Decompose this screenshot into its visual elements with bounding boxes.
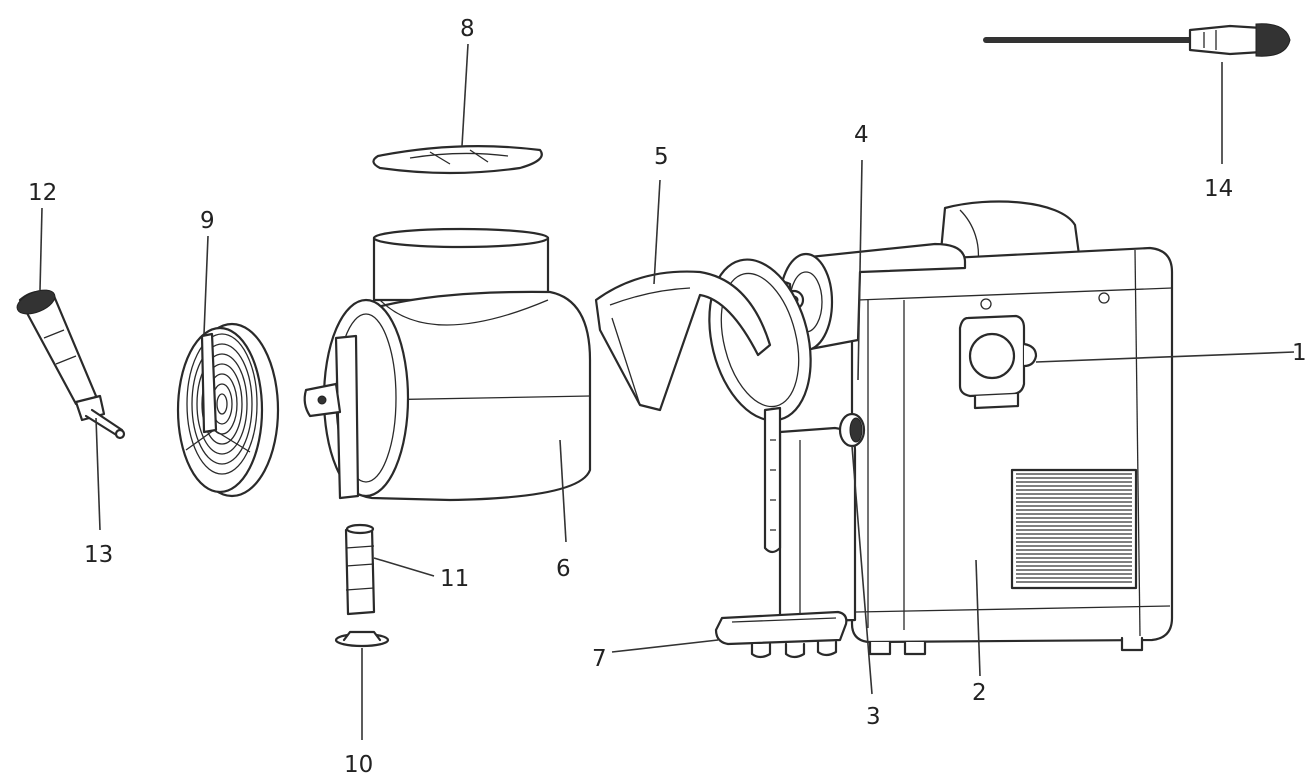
part-8-lid [372,145,543,175]
label-11: 11 [440,566,469,592]
part-12-handle [16,289,98,407]
label-7: 7 [592,646,607,672]
label-12: 12 [28,180,57,206]
part-6-bowl-cylinder [303,227,592,502]
label-2: 2 [972,680,987,706]
label-3: 3 [866,704,881,730]
part-labels: 1 2 3 4 5 6 7 8 9 10 11 12 13 14 [28,16,1306,778]
part-9-front-cover [176,322,280,498]
label-13: 13 [84,542,113,568]
vent-grille [1016,473,1132,583]
label-10: 10 [344,752,373,778]
label-9: 9 [200,208,215,234]
part-2-base-housing [778,200,1174,656]
label-6: 6 [556,556,571,582]
label-4: 4 [854,122,869,148]
label-1: 1 [1292,340,1306,366]
part-14-cleaning-brush [983,23,1291,57]
part-1-control-panel [958,314,1038,410]
leader-lines [39,43,1295,740]
part-11-valve-plunger [344,523,376,616]
part-13-pin [74,394,126,440]
label-5: 5 [654,144,669,170]
label-8: 8 [460,16,475,42]
label-14: 14 [1204,176,1233,202]
part-5-auger-blade [594,270,772,412]
part-7-drip-tray [714,610,848,659]
part-10-seal-cap [334,630,390,648]
